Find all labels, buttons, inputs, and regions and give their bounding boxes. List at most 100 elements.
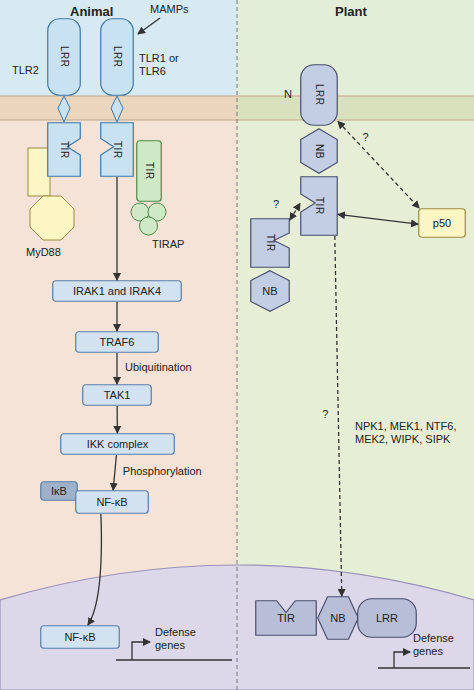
kinase-list: NPK1, MEK1, NTF6, MEK2, WIPK, SIPK	[355, 420, 467, 446]
connector-arrow	[88, 514, 101, 625]
node-text: p50	[433, 217, 451, 229]
adaptor-name: TIRAP	[152, 238, 202, 251]
connector-arrow	[335, 236, 342, 596]
node-text: NB	[262, 285, 277, 297]
tir-domain: TIR	[300, 176, 338, 236]
lrr-domain: LRR	[47, 18, 81, 96]
process-box: IKK complex	[60, 433, 175, 455]
edge-label: Ubiquitination	[125, 361, 192, 374]
node-text: LRR	[313, 84, 325, 106]
lrr-domain-shape	[101, 19, 134, 96]
myd88-death-domain	[30, 196, 74, 240]
tirap-lobe	[140, 217, 158, 235]
transmembrane-stem	[58, 96, 70, 122]
lrr-domain-shape	[358, 599, 417, 638]
edge-label: ?	[273, 198, 279, 211]
nb-domain: NB	[300, 128, 338, 174]
node-text: LRR	[58, 46, 70, 68]
tir-domain-shape	[256, 601, 317, 636]
myd88-tir	[28, 148, 50, 196]
process-box-shape	[41, 482, 78, 501]
tir-domain-shape	[251, 219, 290, 268]
edge-label: Phosphorylation	[123, 465, 202, 478]
nb-domain-shape	[318, 597, 359, 640]
node-text: TIR	[313, 197, 325, 215]
adaptor-name: MyD88	[26, 246, 76, 259]
tir-domain-shape	[301, 177, 338, 236]
panel-title: Animal	[70, 4, 130, 20]
process-box-shape	[41, 626, 120, 649]
tir-domain: TIR	[255, 600, 317, 636]
process-box-shape	[53, 281, 182, 302]
connector-arrow	[338, 121, 419, 208]
node-text: TIR	[277, 612, 295, 624]
transcription-arrow	[132, 642, 150, 660]
process-box: NF-κB	[75, 490, 149, 514]
process-box-shape	[76, 332, 159, 353]
node-text: NF-κB	[64, 631, 95, 643]
tir-domain-shape	[137, 141, 162, 202]
transcription-arrow	[394, 652, 410, 668]
lrr-domain-shape	[301, 65, 338, 126]
nb-domain: NB	[250, 270, 290, 312]
node-text: TIR	[143, 162, 155, 180]
transmembrane-stem	[111, 96, 123, 122]
node-text: IκB	[51, 485, 67, 497]
edge-label: ?	[322, 408, 328, 421]
gene-label: Defense genes	[155, 626, 215, 652]
node-text: TIR	[58, 141, 70, 159]
connector-arrow	[116, 353, 117, 384]
process-box: IRAK1 and IRAK4	[52, 280, 182, 302]
extracellular-space	[0, 0, 237, 96]
nb-domain: NB	[317, 596, 359, 640]
protein-name: N	[284, 88, 298, 101]
plasma-membrane	[237, 96, 474, 120]
gene-label: Defense genes	[413, 632, 471, 658]
p50-box-shape	[419, 209, 466, 238]
tir-domain: TIR	[250, 218, 290, 268]
receptor-name: TLR1 or TLR6	[139, 52, 183, 78]
node-text: LRR	[111, 46, 123, 68]
node-text: TAK1	[104, 389, 131, 401]
lrr-domain-shape	[48, 19, 81, 96]
tir-domain: TIR	[136, 140, 162, 202]
process-box: NF-κB	[40, 625, 120, 649]
node-text: TRAF6	[100, 336, 135, 348]
process-box-shape	[61, 434, 175, 455]
receptor-name: TLR2	[12, 64, 46, 77]
nb-domain-shape	[301, 129, 338, 174]
node-text: NF-κB	[96, 496, 127, 508]
process-box-shape	[76, 491, 149, 514]
panel-divider	[237, 0, 238, 690]
node-text: IKK complex	[87, 438, 149, 450]
node-text: TIR	[264, 234, 276, 252]
tir-domain-shape	[101, 123, 134, 177]
connector-arrow	[116, 302, 117, 331]
gene-line	[116, 659, 232, 660]
ligand-label: MAMPs	[150, 3, 210, 16]
node-text: TIR	[111, 141, 123, 159]
process-box: TRAF6	[75, 331, 159, 353]
edge-label: ?	[363, 131, 369, 144]
node-text: NB	[313, 144, 325, 159]
nb-domain-shape	[251, 271, 290, 312]
gene-line	[378, 667, 470, 668]
process-box: TAK1	[82, 384, 152, 406]
node-text: IRAK1 and IRAK4	[73, 285, 161, 297]
p50-box: p50	[418, 208, 466, 238]
tir-domain: TIR	[47, 122, 81, 177]
node-text: NB	[330, 612, 345, 624]
connector-arrow	[290, 203, 300, 219]
connector-arrow	[338, 214, 418, 224]
lrr-domain: LRR	[300, 64, 338, 126]
mamps-arrow	[138, 18, 160, 34]
extracellular-space	[237, 0, 474, 96]
tir-domain-shape	[48, 123, 81, 177]
connector-arrow	[116, 406, 118, 433]
lrr-domain: LRR	[357, 598, 417, 638]
panel-title: Plant	[335, 4, 395, 20]
connector-arrow	[116, 177, 117, 280]
process-box: IκB	[40, 481, 78, 501]
